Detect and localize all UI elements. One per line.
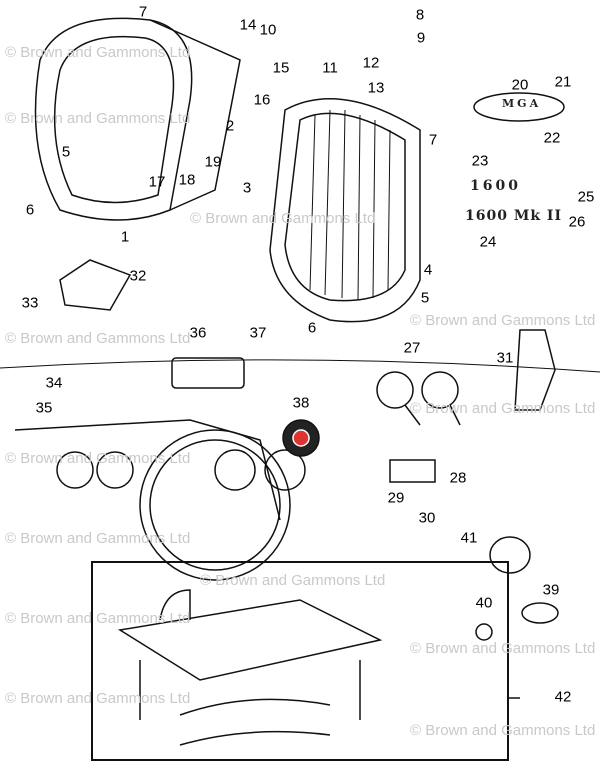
plug-39 <box>521 602 559 624</box>
luggage-rack-frame <box>91 561 509 761</box>
part-number-label: 16 <box>253 91 271 109</box>
part-number-label: 17 <box>148 173 166 191</box>
part-number-label: 6 <box>25 201 35 219</box>
mirror-31 <box>514 329 556 411</box>
part-number-label: 21 <box>554 73 572 91</box>
watermark: © Brown and Gammons Ltd <box>410 640 596 657</box>
plug-40 <box>475 623 493 641</box>
part-number-label: 9 <box>416 29 426 47</box>
part-number-label: 35 <box>35 399 53 417</box>
script-1600: 1600 <box>470 178 521 194</box>
watermark: © Brown and Gammons Ltd <box>5 330 191 347</box>
watermark: © Brown and Gammons Ltd <box>5 110 191 127</box>
radiator-grille <box>269 98 421 323</box>
part-number-label: 12 <box>362 54 380 72</box>
part-number-label: 22 <box>543 129 561 147</box>
part-number-label: 4 <box>423 261 433 279</box>
watermark: © Brown and Gammons Ltd <box>190 210 376 227</box>
part-number-label: 23 <box>471 152 489 170</box>
part-number-label: 1 <box>120 228 130 246</box>
part-number-label: 18 <box>178 171 196 189</box>
part-number-label: 13 <box>367 79 385 97</box>
part-number-label: 19 <box>204 153 222 171</box>
part-number-label: 14 <box>239 16 257 34</box>
script-1600-mk2: 1600 Mk II <box>465 208 563 224</box>
part-number-label: 33 <box>21 294 39 312</box>
dashboard-steering-wheel <box>14 419 306 581</box>
part-number-label: 42 <box>554 688 572 706</box>
part-number-label: 2 <box>225 117 235 135</box>
part-number-label: 10 <box>259 21 277 39</box>
watermark: © Brown and Gammons Ltd <box>5 610 191 627</box>
part-number-label: 5 <box>420 289 430 307</box>
part-number-label: 41 <box>460 529 478 547</box>
grommet-41 <box>489 536 531 574</box>
part-number-label: 27 <box>403 339 421 357</box>
part-number-label: 24 <box>479 233 497 251</box>
part-number-label: 32 <box>129 267 147 285</box>
watermark: © Brown and Gammons Ltd <box>5 450 191 467</box>
watermark: © Brown and Gammons Ltd <box>5 44 191 61</box>
part-number-label: 3 <box>242 179 252 197</box>
luggage-rack <box>117 589 383 746</box>
part-number-label: 37 <box>249 324 267 342</box>
watermark: © Brown and Gammons Ltd <box>200 572 386 589</box>
wing-mirrors <box>376 371 461 426</box>
part-number-label: 29 <box>387 489 405 507</box>
part-number-label: 6 <box>307 319 317 337</box>
part-number-label: 28 <box>449 469 467 487</box>
part-number-label: 34 <box>45 374 63 392</box>
part-number-label: 8 <box>415 6 425 24</box>
part-number-label: 26 <box>568 213 586 231</box>
part-number-label: 25 <box>577 188 595 206</box>
watermark: © Brown and Gammons Ltd <box>410 312 596 329</box>
mga-badge-shape <box>473 92 565 122</box>
part-number-label: 7 <box>138 3 148 21</box>
part-number-label: 39 <box>542 581 560 599</box>
part-number-label: 15 <box>272 59 290 77</box>
part-number-label: 40 <box>475 594 493 612</box>
watermark: © Brown and Gammons Ltd <box>410 400 596 417</box>
watermark: © Brown and Gammons Ltd <box>5 690 191 707</box>
front-grille-shell <box>34 17 241 221</box>
watermark: © Brown and Gammons Ltd <box>5 530 191 547</box>
part-number-label: 20 <box>511 76 529 94</box>
part-number-label: 30 <box>418 509 436 527</box>
part-number-label: 31 <box>496 349 514 367</box>
part-number-label: 7 <box>428 131 438 149</box>
watermark: © Brown and Gammons Ltd <box>410 722 596 739</box>
part-number-label: 38 <box>292 394 310 412</box>
part-number-label: 5 <box>61 143 71 161</box>
mirror-28 <box>389 459 436 483</box>
air-duct <box>59 259 132 311</box>
part-number-label: 11 <box>322 59 338 77</box>
sun-visor <box>171 357 245 389</box>
mga-badge-text: MGA <box>502 97 542 110</box>
part-number-label: 36 <box>189 324 207 342</box>
